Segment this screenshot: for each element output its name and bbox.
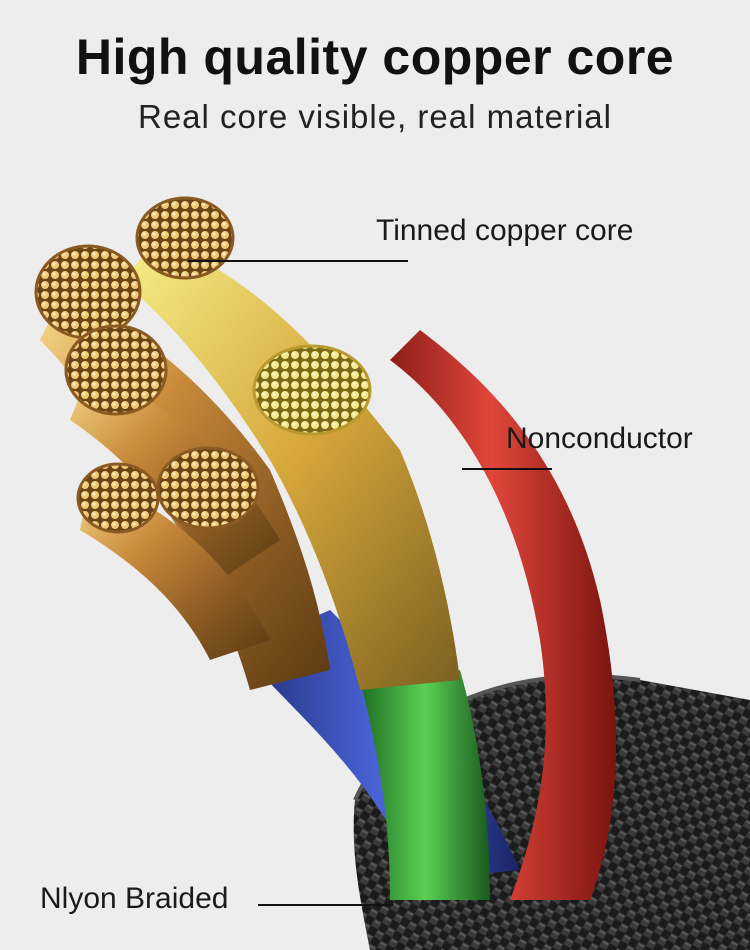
strand-end-face (135, 196, 235, 280)
tinned-leader-line (188, 260, 408, 262)
page-title: High quality copper core (75, 29, 675, 85)
braided-leader-line (258, 904, 393, 906)
strand-end-face (76, 462, 160, 534)
label-nonconductor: Nonconductor (506, 422, 693, 455)
red-wire (390, 330, 617, 900)
strand-end-face (64, 324, 168, 416)
nonconductor-leader-line (462, 468, 552, 470)
label-nylon-braided: Nlyon Braided (40, 882, 229, 915)
page-subtitle: Real core visible, real material (137, 98, 612, 135)
strand-end-face (252, 344, 372, 436)
strand-end-face (156, 446, 260, 530)
strand-end-face (34, 244, 142, 340)
yellow-strand-bundle (120, 240, 460, 690)
label-tinned-copper-core: Tinned copper core (376, 214, 634, 247)
green-wire (360, 670, 490, 900)
